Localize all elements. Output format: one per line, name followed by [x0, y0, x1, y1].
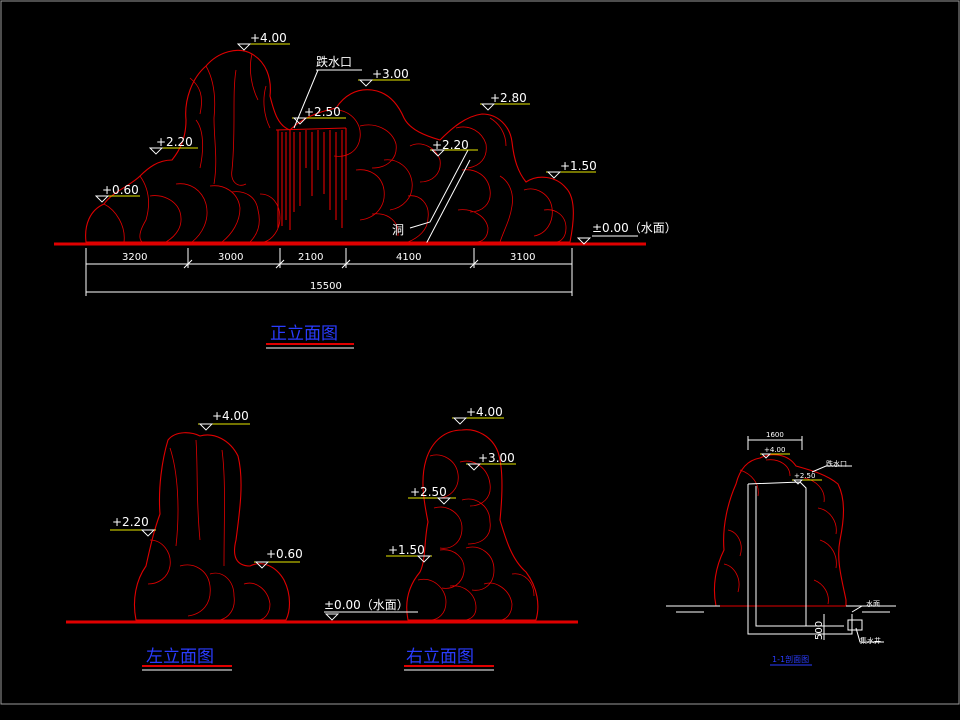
front-elev-3: +2.50	[304, 105, 341, 119]
front-total-dim: 15500	[310, 281, 342, 292]
section-water-surface-label: 水面	[866, 599, 880, 608]
front-drop-outlet-label: 跌水口	[316, 54, 352, 69]
front-rockery	[85, 49, 574, 245]
front-dim-5: 3100	[510, 252, 535, 263]
front-elev-4: +2.80	[490, 91, 527, 105]
section-dim-top: 1600	[766, 431, 784, 439]
section-drop-outlet-label: 跌水口	[826, 459, 847, 468]
left-elev-2: +2.20	[112, 515, 149, 529]
front-water-level: ±0.00（水面）	[592, 221, 677, 235]
left-elev-3: +0.60	[266, 547, 303, 561]
pump-pit-icon	[847, 619, 863, 631]
left-elevation: +4.00 +2.20 +0.60 左立面图	[66, 409, 578, 671]
front-view-title: 正立面图	[270, 324, 338, 344]
section-pump-pit-label: 集水井	[860, 636, 881, 645]
left-elev-1: +4.00	[212, 409, 249, 423]
front-elevation-markers: +4.00 +3.00 +2.50 +2.80 +2.20 +2.20 +1.5…	[94, 31, 597, 203]
right-water-level: ±0.00（水面）	[324, 598, 409, 612]
front-elevation: +4.00 +3.00 +2.50 +2.80 +2.20 +2.20 +1.5…	[54, 31, 677, 349]
front-elev-7: +1.50	[560, 159, 597, 173]
front-cave-label: 洞	[392, 223, 404, 237]
front-dim-3: 2100	[298, 252, 323, 263]
front-dim-1: 3200	[122, 252, 147, 263]
section-elev-1: +4.00	[764, 446, 785, 454]
front-elev-6: +2.20	[432, 138, 469, 152]
front-dim-4: 4100	[396, 252, 421, 263]
waterfall-lines	[275, 127, 347, 230]
right-elev-4: +1.50	[388, 543, 425, 557]
front-elev-8: +0.60	[102, 183, 139, 197]
front-elev-2: +3.00	[372, 67, 409, 81]
right-elev-1: +4.00	[466, 405, 503, 419]
right-elev-3: +2.50	[410, 485, 447, 499]
right-elev-2: +3.00	[478, 451, 515, 465]
drawing-frame	[0, 0, 960, 705]
section-elev-2: +2.50	[794, 472, 815, 480]
front-elev-1: +4.00	[250, 31, 287, 45]
section-dim-side: 500	[814, 621, 825, 640]
right-view-title: 右立面图	[406, 647, 474, 667]
front-dim-2: 3000	[218, 252, 243, 263]
section-view: 1600 +4.00 +2.50 跌水口 水面 集水井 500 1-1剖面图	[666, 431, 896, 666]
front-dimensions: 3200 3000 2100 4100 3100 15500	[85, 248, 573, 296]
section-view-title: 1-1剖面图	[772, 654, 809, 664]
left-view-title: 左立面图	[146, 647, 214, 667]
front-elev-5: +2.20	[156, 135, 193, 149]
right-elevation: +4.00 +3.00 +2.50 +1.50 ±0.00（水面） 右立面图	[324, 405, 539, 671]
